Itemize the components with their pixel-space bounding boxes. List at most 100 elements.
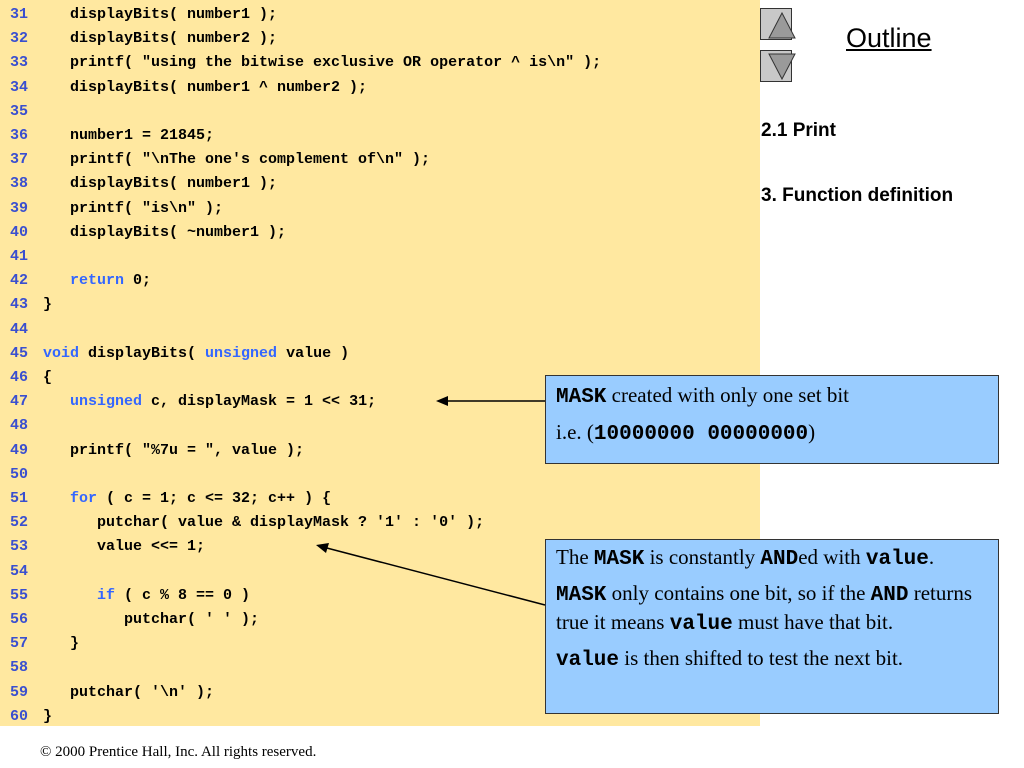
code-segment: displayBits( number1 ); <box>43 6 278 23</box>
callout-mask-line-2: i.e. (10000000 00000000) <box>556 419 988 448</box>
line-number: 36 <box>10 127 29 144</box>
line-number: 32 <box>10 30 29 48</box>
keyword: unsigned <box>70 393 143 411</box>
code-text: printf( "\nThe one's complement of\n" ); <box>43 148 430 172</box>
line-number: 44 <box>10 320 29 338</box>
code-segment: putchar( ' ' ); <box>43 611 260 628</box>
code-term: MASK <box>556 584 607 607</box>
keyword: if <box>97 586 116 604</box>
code-text: displayBits( ~number1 ); <box>43 221 286 245</box>
outline-item-print: 2.1 Print <box>761 120 836 141</box>
text-run: only contains one bit, so if the <box>606 581 871 605</box>
text-run: returns true it means <box>556 581 973 634</box>
code-term: AND <box>870 584 909 607</box>
line-number: 46 <box>10 369 29 386</box>
line-number: 43 <box>10 296 29 314</box>
code-segment: putchar( '\n' ); <box>43 683 215 701</box>
code-term: value <box>556 649 620 672</box>
line-number: 41 <box>10 248 29 265</box>
code-segment: displayBits( number2 ); <box>43 30 278 48</box>
callout-shift-para-2: MASK only contains one bit, so if the AN… <box>556 580 988 638</box>
code-segment: number1 = 21845; <box>43 127 215 144</box>
code-text: } <box>43 293 52 317</box>
code-term: AND <box>760 548 799 571</box>
triangle-up-icon <box>768 11 796 39</box>
code-text: for ( c = 1; c <= 32; c++ ) { <box>43 487 331 511</box>
line-number: 56 <box>10 611 29 628</box>
text-run: . <box>928 545 935 569</box>
callout-mask: MASK created with only one set bit i.e. … <box>545 375 999 464</box>
next-slide-button[interactable] <box>760 50 796 82</box>
code-segment: displayBits( number1 ); <box>43 175 278 193</box>
line-number: 54 <box>10 562 29 580</box>
code-text: void displayBits( unsigned value ) <box>43 342 349 366</box>
text-run: is constantly <box>644 545 761 569</box>
code-text: return 0; <box>43 269 151 293</box>
line-number: 47 <box>10 393 29 411</box>
line-number: 37 <box>10 151 29 169</box>
line-number: 31 <box>10 6 29 23</box>
code-text: printf( "%7u = ", value ); <box>43 439 304 463</box>
callout-shift-para-3: value is then shifted to test the next b… <box>556 645 988 674</box>
triangle-down-icon <box>768 53 796 81</box>
callout-mask-line-1: MASK created with only one set bit <box>556 382 988 411</box>
text-run: created with only one set bit <box>606 383 850 407</box>
code-text: number1 = 21845; <box>43 124 214 148</box>
code-term: 10000000 00000000 <box>593 423 809 446</box>
code-segment <box>43 393 70 410</box>
code-segment: printf( "%7u = ", value ); <box>43 441 305 459</box>
copyright-footer: © 2000 Prentice Hall, Inc. All rights re… <box>40 744 317 760</box>
code-segment: } <box>43 635 80 653</box>
line-number: 45 <box>10 344 29 362</box>
line-number: 60 <box>10 707 29 725</box>
code-segment: displayBits( <box>79 344 206 362</box>
code-text: printf( "is\n" ); <box>43 197 223 221</box>
code-segment: c, displayMask = 1 << 31; <box>142 393 377 411</box>
code-segment: ( c % 8 == 0 ) <box>115 586 251 604</box>
line-number: 40 <box>10 223 29 241</box>
code-segment: displayBits( ~number1 ); <box>43 223 287 241</box>
code-text: unsigned c, displayMask = 1 << 31; <box>43 390 376 414</box>
line-number: 39 <box>10 199 29 217</box>
keyword: void <box>43 344 80 362</box>
line-number: 42 <box>10 272 29 290</box>
code-segment <box>43 490 70 507</box>
code-text: value <<= 1; <box>43 535 205 559</box>
line-number: 58 <box>10 659 29 677</box>
code-segment: } <box>43 296 53 314</box>
line-number: 35 <box>10 102 29 120</box>
line-number: 34 <box>10 78 29 96</box>
code-text: } <box>43 632 79 656</box>
code-text: putchar( '\n' ); <box>43 681 214 705</box>
code-term: MASK <box>593 548 645 571</box>
keyword: unsigned <box>205 344 278 362</box>
line-number: 52 <box>10 514 29 532</box>
code-text: putchar( ' ' ); <box>43 608 259 632</box>
code-term: MASK <box>556 386 607 409</box>
outline-item-function-definition: 3. Function definition <box>761 185 954 206</box>
text-run: The <box>556 545 594 569</box>
callout-shift: The MASK is constantly ANDed with value.… <box>545 539 999 714</box>
callout-shift-para-1: The MASK is constantly ANDed with value. <box>556 544 988 573</box>
code-segment: { <box>43 369 53 386</box>
code-text: displayBits( number1 ); <box>43 3 277 27</box>
line-number: 33 <box>10 54 29 72</box>
code-text: putchar( value & displayMask ? '1' : '0'… <box>43 511 484 535</box>
code-text: { <box>43 366 52 390</box>
code-text: displayBits( number1 ); <box>43 172 277 196</box>
outline-link[interactable]: Outline <box>846 23 932 53</box>
previous-slide-button[interactable] <box>760 8 796 40</box>
code-text: if ( c % 8 == 0 ) <box>43 584 250 608</box>
code-segment: printf( "\nThe one's complement of\n" ); <box>43 151 431 169</box>
line-number: 50 <box>10 465 29 483</box>
line-number: 55 <box>10 586 29 604</box>
text-run: i.e. ( <box>556 420 594 444</box>
line-number: 53 <box>10 538 29 556</box>
code-segment: value ) <box>277 344 350 362</box>
code-segment: } <box>43 707 53 725</box>
code-text: displayBits( number1 ^ number2 ); <box>43 76 367 100</box>
code-segment: printf( "using the bitwise exclusive OR … <box>43 54 602 72</box>
text-run: is then shifted to test the next bit. <box>619 646 904 670</box>
code-text: displayBits( number2 ); <box>43 27 277 51</box>
code-segment: printf( "is\n" ); <box>43 199 224 217</box>
